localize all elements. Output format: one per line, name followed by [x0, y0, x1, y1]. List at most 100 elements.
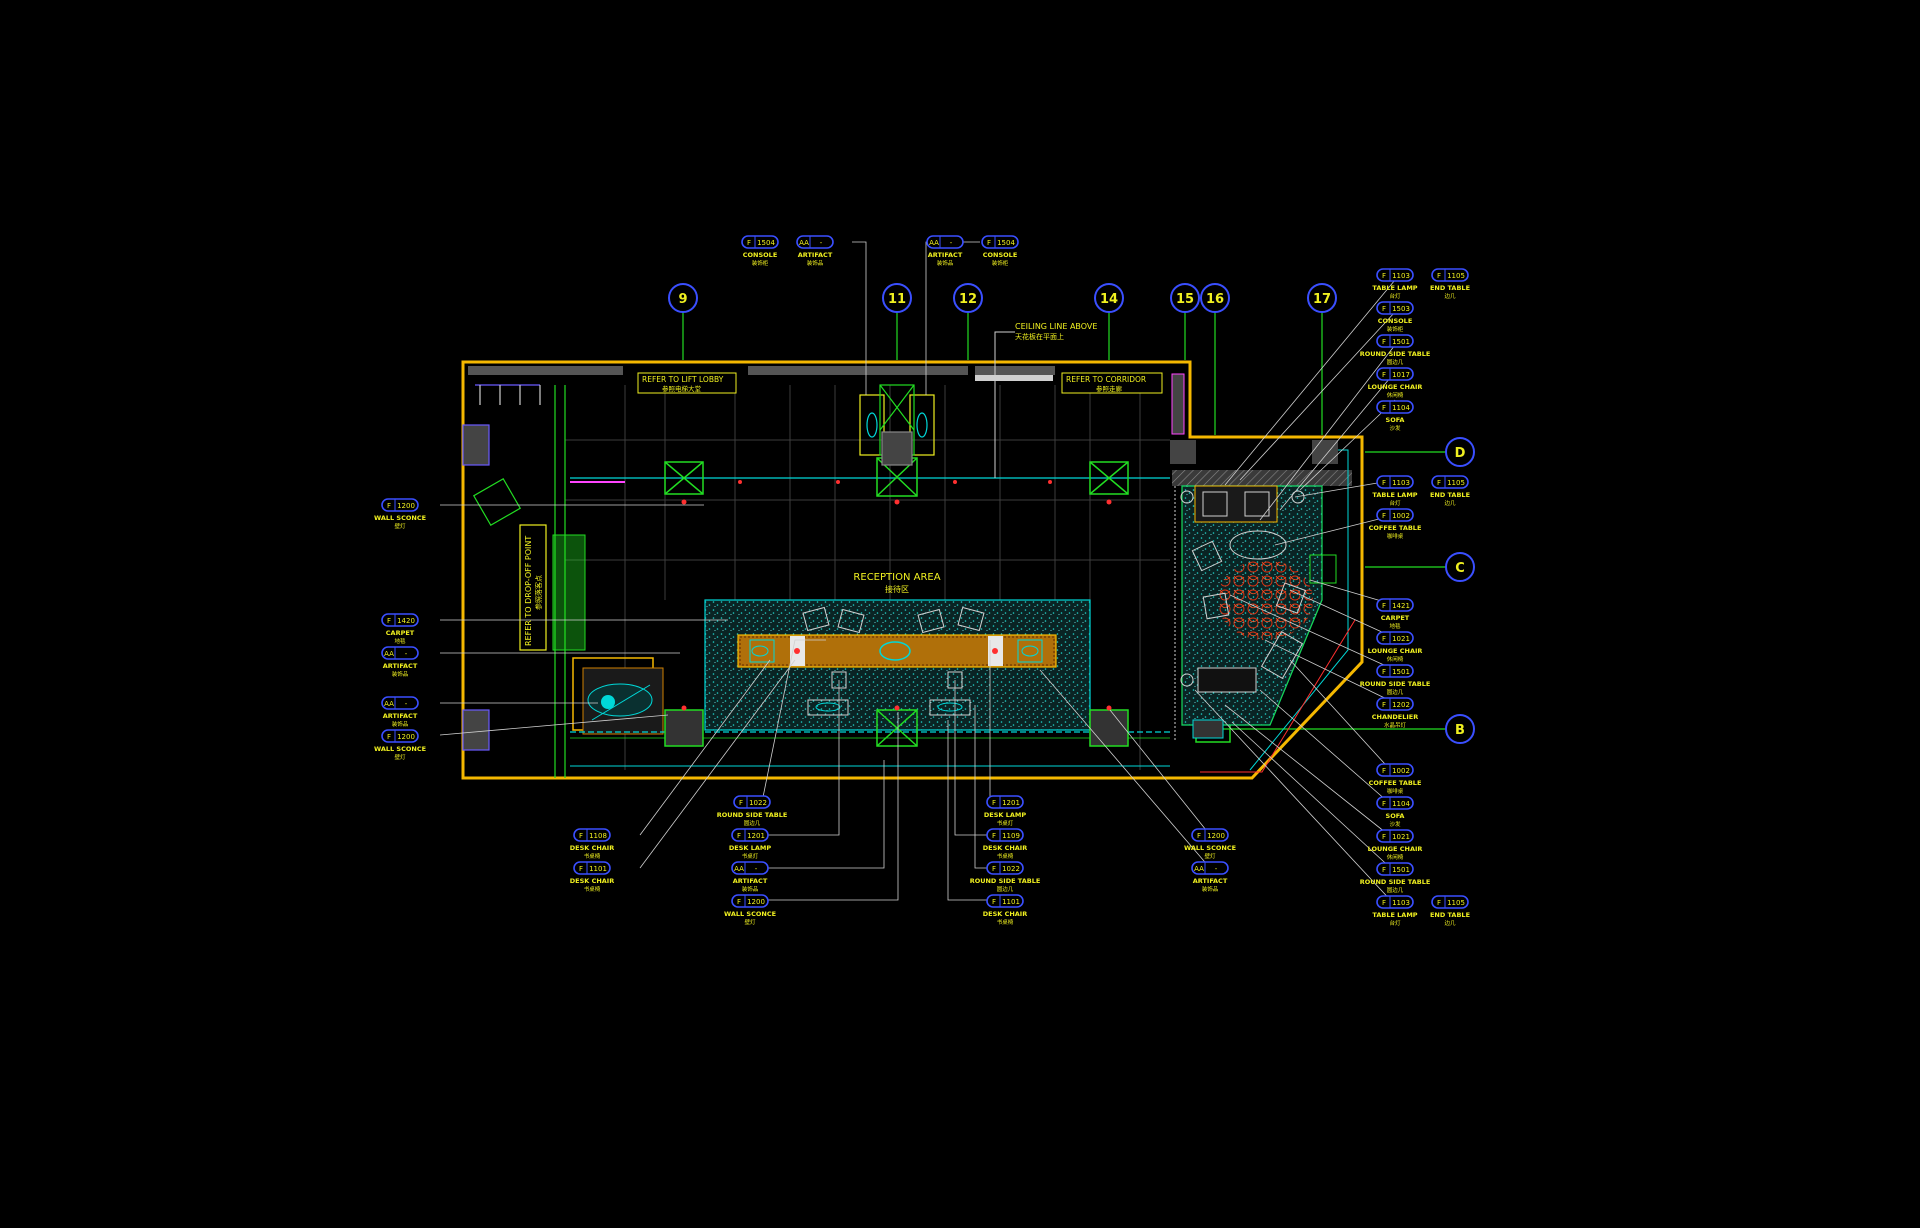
tag-label: COFFEE TABLE [1369, 524, 1422, 532]
tag-code: F [1382, 833, 1386, 841]
tag-label: ARTIFACT [1193, 877, 1228, 885]
tag-number: 1202 [1392, 701, 1410, 709]
tag-label: ROUND SIDE TABLE [717, 811, 788, 819]
tag-label-cn: 咖啡桌 [1387, 787, 1404, 795]
tag-label: TABLE LAMP [1372, 284, 1417, 292]
tag-label: LOUNGE CHAIR [1368, 647, 1423, 655]
tag-label-cn: 咖啡桌 [1387, 532, 1404, 540]
tag-number: - [820, 239, 823, 247]
tag-code: F [579, 865, 583, 873]
grid-bubble: D [1445, 437, 1475, 467]
tag-label: WALL SCONCE [374, 514, 426, 522]
tag-label-cn: 装饰柜 [1387, 325, 1404, 333]
tag-label: ARTIFACT [928, 251, 963, 259]
refer-corridor-note-cn: 参照走廊 [1096, 384, 1123, 393]
tag-number: 1002 [1392, 512, 1410, 520]
grid-bubble: 14 [1094, 283, 1124, 313]
grid-bubble: 16 [1200, 283, 1230, 313]
tag-number: 1021 [1392, 833, 1410, 841]
grid-bubble: 15 [1170, 283, 1200, 313]
tag-code: F [1382, 305, 1386, 313]
tag-label: DESK CHAIR [983, 910, 1027, 918]
tag-label-cn: 装饰品 [1202, 885, 1219, 893]
tag-label-cn: 休闲椅 [1387, 655, 1404, 663]
tag-code: AA [384, 650, 394, 658]
refer-lift-note: REFER TO LIFT LOBBY [642, 375, 724, 384]
tag-label: WALL SCONCE [724, 910, 776, 918]
refer-dropoff-note-cn: 参照落客点 [534, 575, 543, 610]
tag-label-cn: 书桌椅 [997, 918, 1014, 926]
tag-number: 1101 [589, 865, 607, 873]
tag-label-cn: 装饰品 [742, 885, 759, 893]
tag-number: 1017 [1392, 371, 1410, 379]
tag-code: F [387, 617, 391, 625]
tag-label: CARPET [1381, 614, 1410, 622]
tag-label: SOFA [1386, 812, 1405, 820]
tag-label-cn: 沙发 [1389, 424, 1401, 432]
tag-label: DESK LAMP [729, 844, 771, 852]
tag-number: 1503 [1392, 305, 1410, 313]
tag-number: 1200 [397, 733, 415, 741]
tag-label: CHANDELIER [1372, 713, 1419, 721]
tag-number: 1200 [747, 898, 765, 906]
tag-code: F [992, 865, 996, 873]
tag-label: WALL SCONCE [1184, 844, 1236, 852]
tag-label-cn: 边几 [1444, 292, 1456, 300]
tag-label-cn: 壁灯 [744, 918, 756, 926]
reception-title: RECEPTION AREA [853, 572, 940, 583]
grid-bubble: 17 [1307, 283, 1337, 313]
tag-label: CONSOLE [983, 251, 1018, 259]
grid-bubble-label: D [1455, 446, 1466, 461]
reception-desk [737, 606, 1057, 716]
grid-bubble-label: 12 [959, 292, 977, 307]
tag-number: 1504 [757, 239, 775, 247]
tag-label-cn: 休闲椅 [1387, 853, 1404, 861]
tag-code: F [992, 799, 996, 807]
tag-number: - [950, 239, 953, 247]
tag-label-cn: 装饰柜 [992, 259, 1009, 267]
tag-label: ARTIFACT [733, 877, 768, 885]
grid-bubble-label: B [1455, 723, 1465, 738]
tag-label-cn: 休闲椅 [1387, 391, 1404, 399]
tag-label: TABLE LAMP [1372, 491, 1417, 499]
tag-label-cn: 壁灯 [1204, 852, 1216, 860]
refer-corridor-note: REFER TO CORRIDOR [1066, 375, 1146, 384]
tag-label: END TABLE [1430, 284, 1470, 292]
tag-code: F [1382, 272, 1386, 280]
tag-label-cn: 圆边几 [997, 885, 1014, 893]
tag-code: F [1382, 371, 1386, 379]
tag-label: DESK LAMP [984, 811, 1026, 819]
grid-bubble: 12 [953, 283, 983, 313]
grid-bubble-label: 16 [1206, 292, 1224, 307]
tag-number: 1105 [1447, 479, 1465, 487]
tag-number: 1101 [1002, 898, 1020, 906]
tag-label: ROUND SIDE TABLE [1360, 680, 1431, 688]
outer-wall [461, 360, 1364, 780]
tag-number: 1201 [747, 832, 765, 840]
refer-lift-note-cn: 参照电梯大堂 [662, 384, 702, 393]
tag-number: 1109 [1002, 832, 1020, 840]
column-boxes [664, 457, 1231, 747]
tag-number: - [755, 865, 758, 873]
tag-code: F [739, 799, 743, 807]
tag-number: 1501 [1392, 866, 1410, 874]
tag-code: AA [799, 239, 809, 247]
tag-code: F [1197, 832, 1201, 840]
tag-number: 1200 [1207, 832, 1225, 840]
leader-lines [439, 241, 1396, 906]
tag-code: F [1382, 767, 1386, 775]
grid-leaders [682, 313, 1445, 730]
